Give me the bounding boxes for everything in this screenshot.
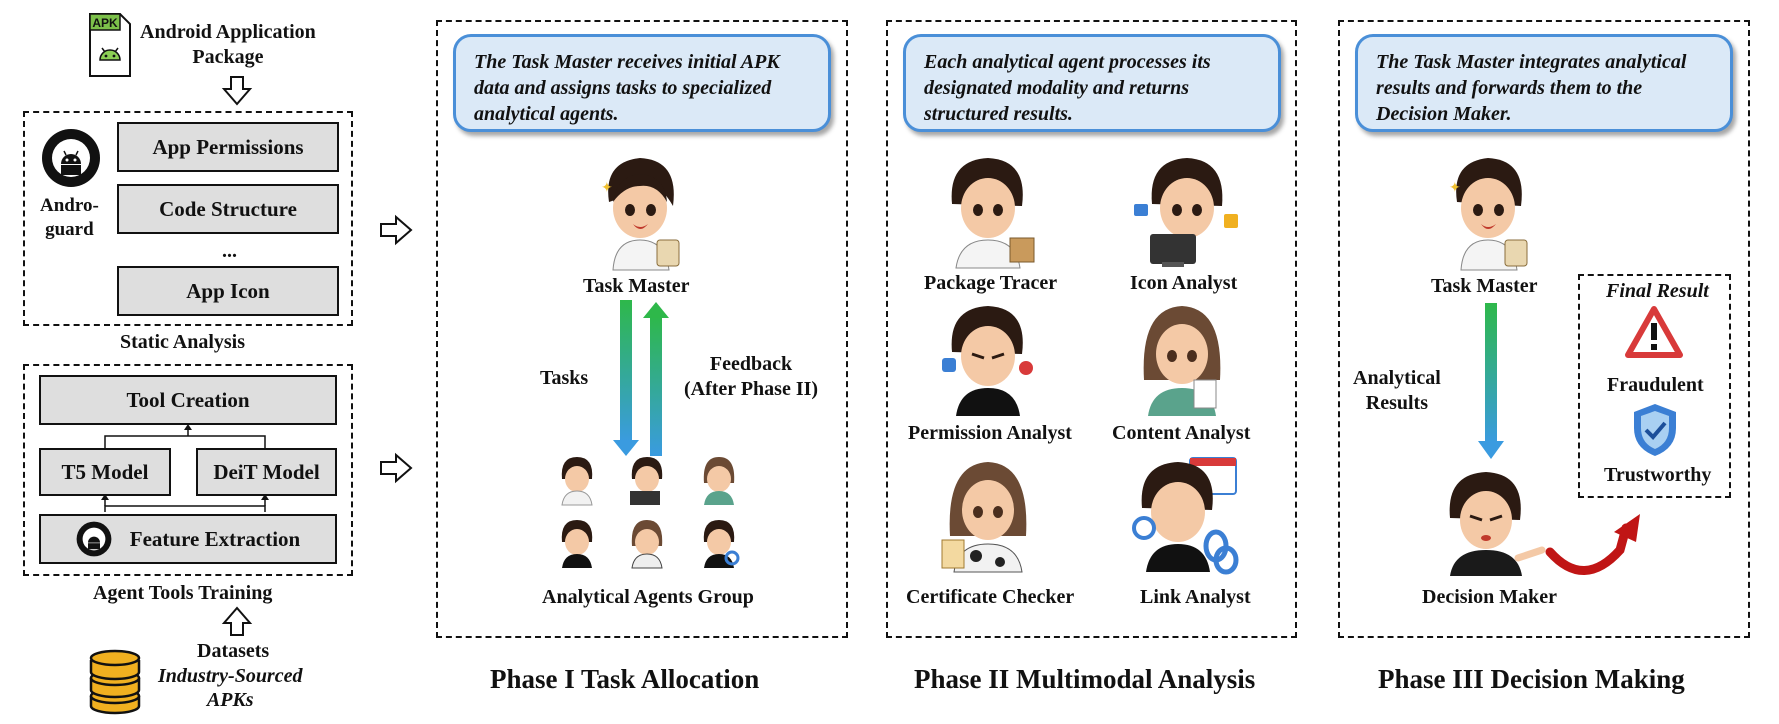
permission-analyst-label: Permission Analyst (908, 422, 1072, 444)
phase2-panel (886, 20, 1297, 638)
database-icon (89, 649, 141, 715)
tool-creation-box: Tool Creation (39, 375, 337, 425)
right-arrow-icon-2 (380, 452, 413, 484)
svg-text:✦: ✦ (1449, 181, 1461, 196)
static-analysis-box (23, 111, 353, 326)
link-analyst-avatar (1132, 457, 1239, 575)
task-master-label: Task Master (583, 275, 690, 297)
static-analysis-caption: Static Analysis (120, 331, 246, 353)
shield-check-icon (1634, 404, 1676, 456)
mini-avatar-6 (703, 520, 740, 568)
task-master-avatar-2: ✦ (1449, 158, 1528, 271)
datasets-title: Datasets (197, 640, 270, 662)
tools-training-box (23, 364, 353, 576)
phase1-panel (436, 20, 848, 638)
certificate-checker-avatar (941, 462, 1027, 573)
svg-text:APK: APK (92, 16, 118, 30)
phase1-title: Phase I Task Allocation (490, 664, 760, 694)
icon-analyst-label: Icon Analyst (1130, 272, 1238, 294)
results-arrow (1478, 303, 1504, 459)
curved-arrow-icon (1545, 514, 1640, 575)
content-analyst-avatar (1143, 306, 1221, 416)
certificate-checker-label: Certificate Checker (906, 586, 1075, 608)
permission-analyst-avatar (942, 306, 1033, 416)
androguard-small-logo (76, 521, 112, 557)
up-arrow-icon (221, 606, 253, 636)
code-structure-box: Code Structure (117, 184, 339, 234)
phase1-callout: The Task Master receives initial APK dat… (453, 34, 831, 132)
app-permissions-box: App Permissions (117, 122, 339, 172)
warning-icon (1625, 306, 1683, 358)
apk-file-icon: APK (89, 13, 131, 77)
app-icon-box: App Icon (117, 266, 339, 316)
task-feedback-arrows (613, 300, 669, 456)
mini-avatar-3 (703, 457, 735, 505)
package-tracer-label: Package Tracer (924, 272, 1058, 294)
content-analyst-label: Content Analyst (1112, 422, 1251, 444)
tool-tree-connectors (101, 424, 269, 512)
mini-avatar-4 (561, 520, 593, 568)
phase3-callout: The Task Master integrates analytical re… (1355, 34, 1733, 132)
task-master-label-2: Task Master (1431, 275, 1538, 297)
icon-analyst-avatar (1134, 158, 1238, 267)
fraudulent-label: Fraudulent (1607, 374, 1704, 396)
tasks-label: Tasks (540, 367, 589, 389)
androguard-logo (42, 129, 100, 187)
package-tracer-avatar (951, 158, 1035, 269)
phase3-panel (1338, 20, 1750, 638)
link-analyst-label: Link Analyst (1140, 586, 1251, 608)
mini-avatar-5 (631, 520, 663, 569)
mini-avatar-2 (630, 457, 663, 505)
final-result-label: Final Result (1606, 280, 1709, 302)
feature-extraction-label: Feature Extraction (129, 526, 301, 551)
ellipsis: ... (222, 240, 237, 262)
right-arrow-icon (380, 214, 413, 246)
down-arrow-icon (221, 76, 253, 106)
decision-maker-avatar (1449, 472, 1546, 576)
trustworthy-label: Trustworthy (1604, 464, 1712, 486)
androguard-label: Andro-guard (40, 195, 99, 240)
feature-extraction-box: Feature Extraction (39, 514, 337, 564)
agents-group-label: Analytical Agents Group (542, 586, 754, 608)
deit-model-box: DeiT Model (196, 448, 337, 496)
svg-text:✦: ✦ (601, 181, 613, 196)
phase2-title: Phase II Multimodal Analysis (914, 664, 1256, 694)
phase3-title: Phase III Decision Making (1378, 664, 1685, 694)
mini-avatar-1 (561, 457, 593, 506)
decision-maker-label: Decision Maker (1422, 586, 1557, 608)
task-master-avatar: ✦ (601, 158, 680, 271)
feedback-label: Feedback(After Phase II) (684, 353, 819, 400)
t5-model-box: T5 Model (39, 448, 171, 496)
phase2-callout: Each analytical agent processes its desi… (903, 34, 1281, 132)
tools-training-caption: Agent Tools Training (93, 582, 273, 604)
final-result-box (1578, 274, 1731, 498)
